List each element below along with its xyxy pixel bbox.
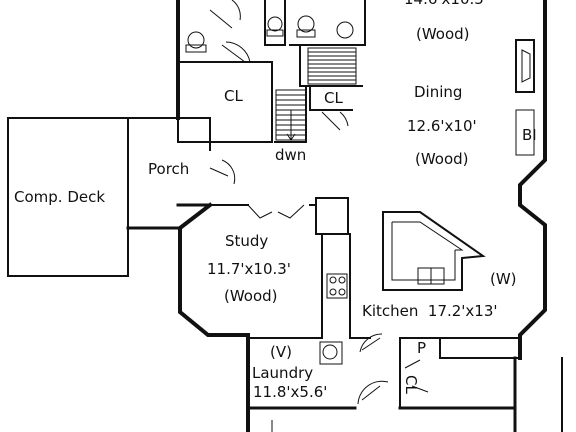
closet-left	[177, 61, 273, 143]
laundry	[247, 333, 521, 432]
closet-left-label: CL	[224, 87, 243, 105]
sink-icon	[336, 21, 354, 39]
kitchen-label: Kitchen 17.2'x13'	[362, 302, 498, 320]
laundry-label: Laundry	[252, 364, 313, 382]
top-room-floor: (Wood)	[416, 25, 470, 43]
pantry-label: P	[417, 339, 426, 357]
exterior-walls	[126, 0, 563, 432]
laundry-dims: 11.8'x5.6'	[253, 383, 327, 401]
dining-floor: (Wood)	[415, 150, 469, 168]
closet-stair	[309, 85, 353, 131]
door-swing	[209, 9, 233, 29]
study	[209, 197, 351, 339]
stairs-down-label: dwn	[275, 146, 306, 164]
dining-label: Dining	[414, 83, 462, 101]
deck-label: Comp. Deck	[14, 188, 105, 206]
laundry-floor: (V)	[270, 343, 292, 361]
top-rooms	[177, 0, 366, 63]
closet-stair-label: CL	[324, 89, 343, 107]
room-labels: 14.6'x10.5' (Wood) Dining 12.6'x10' (Woo…	[14, 0, 537, 401]
study-label: Study	[225, 232, 268, 250]
stairs	[274, 44, 363, 143]
kitchen-floor: (W)	[490, 270, 517, 288]
toilet-icon	[267, 16, 283, 32]
toilet-icon	[297, 15, 315, 33]
closet-laundry-label: CL	[402, 375, 420, 394]
porch-label: Porch	[148, 160, 189, 178]
dining-dims: 12.6'x10'	[407, 117, 477, 135]
study-floor: (Wood)	[224, 287, 278, 305]
stove-icon	[326, 273, 348, 299]
porch-deck	[7, 117, 236, 277]
top-room-dims: 14.6'x10.5'	[404, 0, 488, 8]
sink-icon	[322, 344, 338, 360]
fireplace	[515, 39, 535, 156]
toilet-icon	[187, 31, 205, 49]
study-dims: 11.7'x10.3'	[207, 260, 291, 278]
kitchen-island	[382, 211, 486, 291]
built-in-label: BI	[522, 126, 537, 144]
